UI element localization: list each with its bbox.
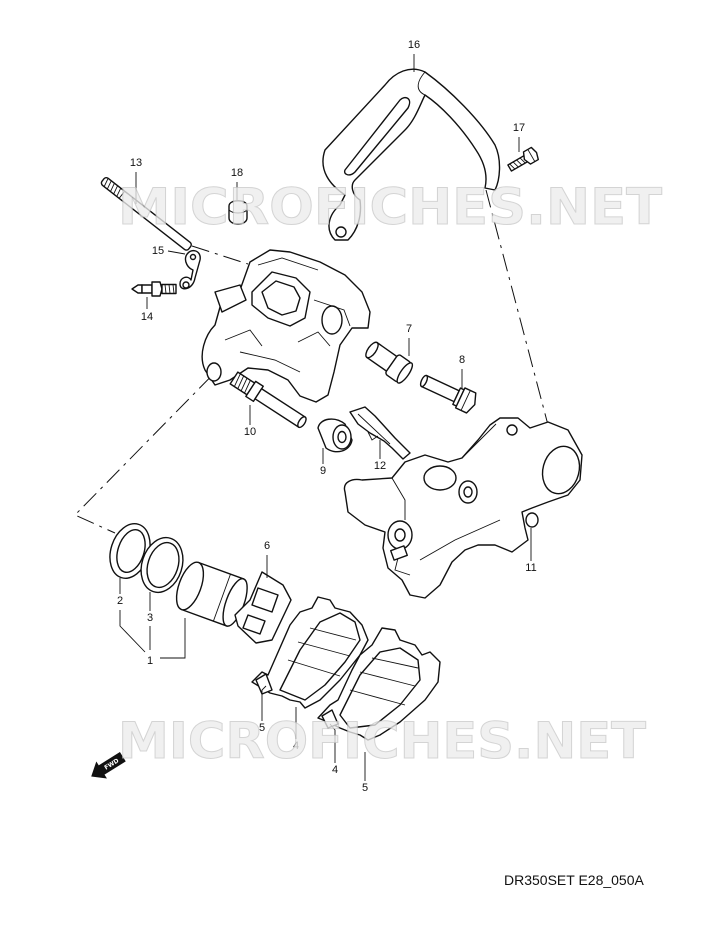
callout-3: 3: [147, 612, 153, 624]
callout-17: 17: [513, 122, 525, 134]
pin-13: [100, 176, 192, 251]
callout-4-rear: 4: [332, 764, 338, 776]
callout-11: 11: [525, 562, 536, 574]
bleeder-valve-14: [131, 281, 177, 297]
callout-5-front: 5: [259, 722, 265, 734]
callout-7: 7: [406, 323, 412, 335]
shim-6: [234, 571, 292, 644]
clip-15: [179, 249, 201, 290]
callout-14: 14: [141, 311, 153, 323]
callout-6: 6: [264, 540, 270, 552]
boot-9: [317, 418, 353, 453]
bolt-17: [507, 146, 539, 172]
callout-18: 18: [231, 167, 243, 179]
assembly-line-hose-guide: [485, 189, 549, 426]
callout-5-rear: 5: [362, 782, 368, 794]
cap-18: [228, 200, 248, 225]
callout-15: 15: [152, 245, 164, 257]
callout-10: 10: [244, 426, 256, 438]
diagram-code: DR350SET E28_050A: [504, 872, 644, 888]
assembly-line-clip: [191, 245, 249, 265]
sleeve-7: [365, 341, 414, 384]
callout-12: 12: [374, 460, 386, 472]
hose-guide-bracket: [322, 68, 501, 241]
callout-13: 13: [130, 157, 142, 169]
callout-8: 8: [459, 354, 465, 366]
callout-9: 9: [320, 465, 326, 477]
callout-16: 16: [408, 39, 420, 51]
caliper-bracket: [343, 417, 583, 599]
callout-4-front: 4: [293, 740, 299, 752]
brake-pad-front: [251, 596, 369, 709]
assembly-line-piston: [74, 351, 236, 534]
pad-spring-12: [349, 406, 411, 460]
watermark-bottom: MICROFICHES.NET: [118, 712, 646, 770]
watermark-top: MICROFICHES.NET: [118, 178, 662, 236]
callout-1: 1: [147, 655, 153, 667]
piston-1: [175, 561, 248, 627]
piston-seal-2: [109, 523, 151, 579]
brake-pad-rear: [317, 627, 441, 741]
leader-lines: [119, 54, 532, 781]
dust-seal-3: [140, 536, 184, 594]
slide-pin-10: [229, 371, 307, 429]
caliper-body: [201, 249, 371, 403]
bolt-8: [419, 374, 477, 414]
callout-2: 2: [117, 595, 123, 607]
